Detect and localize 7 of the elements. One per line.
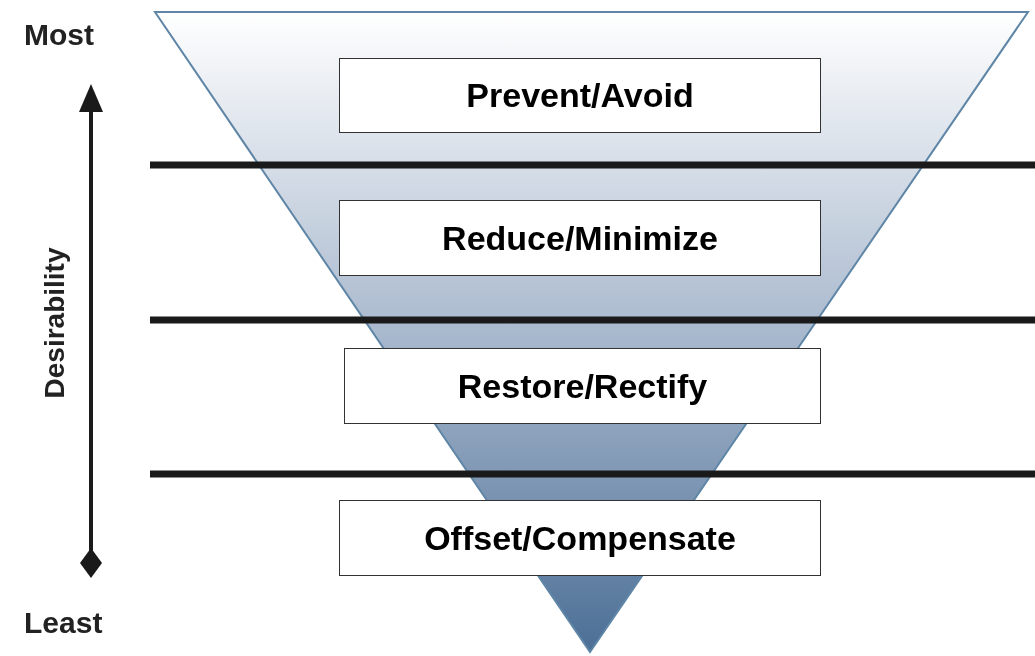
level-box: Offset/Compensate [339,500,821,576]
level-box: Restore/Rectify [344,348,821,424]
axis-label: Desirability [38,247,71,399]
level-box: Prevent/Avoid [339,58,821,133]
scale-label: Least [24,605,103,641]
level-box: Reduce/Minimize [339,200,821,276]
scale-label: Most [24,17,94,53]
